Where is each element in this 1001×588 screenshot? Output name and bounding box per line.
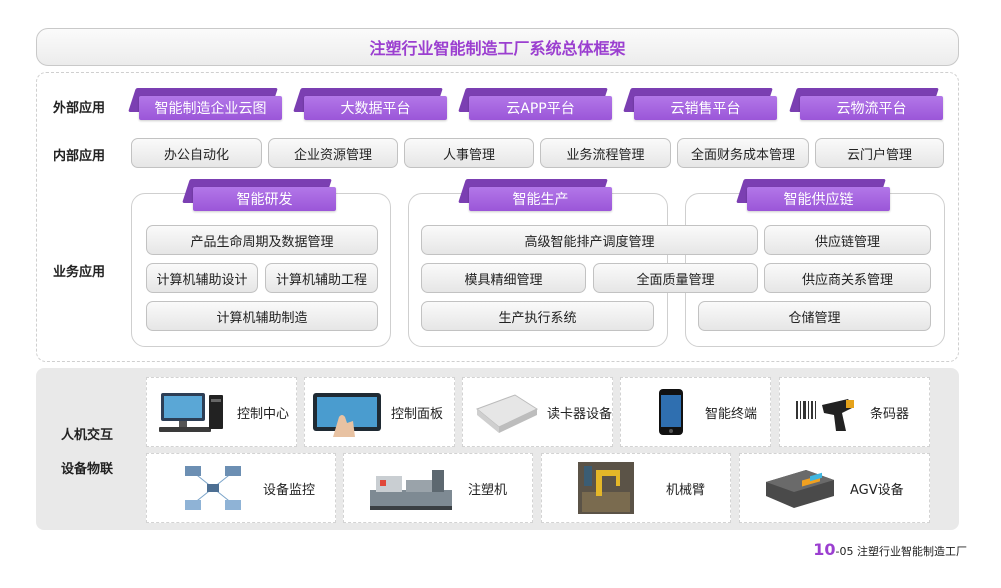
row-label-internal: 内部应用 (53, 149, 106, 164)
page-footer-text: -05 注塑行业智能制造工厂 (835, 545, 967, 558)
group-title: 智能供应链 (747, 187, 890, 211)
internal-app-finance[interactable]: 全面财务成本管理 (677, 138, 809, 168)
external-app-big-data[interactable]: 大数据平台 (293, 88, 447, 120)
row-label-hmi: 人机交互 (61, 428, 114, 443)
device-label: 设备监控 (263, 482, 316, 498)
device-control-panel[interactable]: 控制面板 (304, 377, 455, 447)
module-scm[interactable]: 供应链管理 (764, 225, 931, 255)
agv-vehicle-icon (762, 462, 838, 514)
touch-panel-icon (309, 387, 385, 437)
row-label-external: 外部应用 (53, 101, 106, 116)
module-cad[interactable]: 计算机辅助设计 (146, 263, 258, 293)
group-tab-rd[interactable]: 智能研发 (182, 179, 336, 211)
device-label: AGV设备 (850, 482, 904, 498)
group-title: 智能生产 (469, 187, 612, 211)
external-app-label: 大数据平台 (304, 96, 447, 120)
module-wms[interactable]: 仓储管理 (698, 301, 931, 331)
group-title: 智能研发 (193, 187, 336, 211)
external-app-cloud-logistics[interactable]: 云物流平台 (789, 88, 943, 120)
row-label-iot: 设备物联 (61, 462, 114, 477)
internal-app-erp[interactable]: 企业资源管理 (268, 138, 398, 168)
module-mes[interactable]: 生产执行系统 (421, 301, 654, 331)
smartphone-icon (651, 387, 691, 437)
device-agv[interactable]: AGV设备 (739, 453, 930, 523)
device-injection-molding-machine[interactable]: 注塑机 (343, 453, 533, 523)
page-footer: 10 -05 注塑行业智能制造工厂 (813, 540, 967, 559)
module-qms[interactable]: 全面质量管理 (593, 263, 758, 293)
desktop-computer-icon (155, 387, 231, 437)
device-label: 条码器 (870, 406, 910, 422)
card-reader-icon (471, 387, 541, 437)
external-app-cloud-sales[interactable]: 云销售平台 (623, 88, 777, 120)
injection-molding-machine-icon (366, 460, 456, 516)
external-app-label: 智能制造企业云图 (139, 96, 282, 120)
device-smart-terminal[interactable]: 智能终端 (620, 377, 771, 447)
module-cam[interactable]: 计算机辅助制造 (146, 301, 378, 331)
device-label: 智能终端 (705, 406, 758, 422)
device-label: 控制中心 (237, 406, 290, 422)
module-plm[interactable]: 产品生命周期及数据管理 (146, 225, 378, 255)
device-monitoring[interactable]: 设备监控 (146, 453, 336, 523)
device-robotic-arm[interactable]: 机械臂 (541, 453, 731, 523)
external-app-label: 云销售平台 (634, 96, 777, 120)
internal-app-hr[interactable]: 人事管理 (404, 138, 534, 168)
group-tab-production[interactable]: 智能生产 (458, 179, 612, 211)
external-app-label: 云APP平台 (469, 96, 612, 120)
device-label: 机械臂 (666, 482, 706, 498)
external-app-cloud-app[interactable]: 云APP平台 (458, 88, 612, 120)
internal-app-office-automation[interactable]: 办公自动化 (131, 138, 262, 168)
external-app-cloud-map[interactable]: 智能制造企业云图 (128, 88, 282, 120)
robotic-arm-icon (578, 462, 634, 514)
device-label: 控制面板 (391, 406, 444, 422)
barcode-scanner-icon (790, 387, 866, 437)
device-card-reader[interactable]: 读卡器设备 (462, 377, 613, 447)
module-srm[interactable]: 供应商关系管理 (764, 263, 931, 293)
device-label: 注塑机 (468, 482, 508, 498)
module-cae[interactable]: 计算机辅助工程 (265, 263, 378, 293)
page-number: 10 (813, 540, 836, 559)
internal-app-bpm[interactable]: 业务流程管理 (540, 138, 671, 168)
page-title: 注塑行业智能制造工厂系统总体框架 (36, 28, 959, 66)
internal-app-portal[interactable]: 云门户管理 (815, 138, 944, 168)
module-mold[interactable]: 模具精细管理 (421, 263, 586, 293)
device-barcode-scanner[interactable]: 条码器 (779, 377, 930, 447)
device-label: 读卡器设备 (547, 406, 613, 422)
module-aps[interactable]: 高级智能排产调度管理 (421, 225, 758, 255)
external-app-label: 云物流平台 (800, 96, 943, 120)
application-layers-panel (36, 72, 959, 362)
row-label-business: 业务应用 (53, 265, 106, 280)
group-tab-supply-chain[interactable]: 智能供应链 (736, 179, 890, 211)
network-diagram-icon (173, 460, 253, 516)
device-control-center[interactable]: 控制中心 (146, 377, 297, 447)
